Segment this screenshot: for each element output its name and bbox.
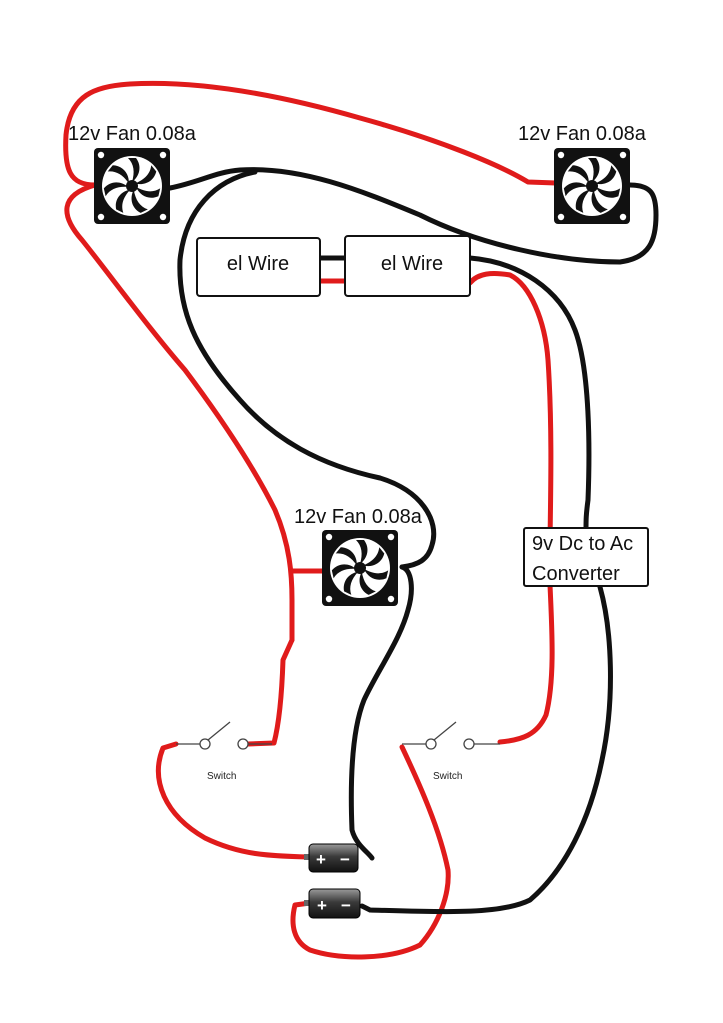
el-wire-label: el Wire [227, 253, 289, 275]
battery-1: + − [304, 843, 359, 873]
fan-icon [94, 148, 170, 224]
fan-icon [322, 530, 398, 606]
red-wire-to-switch1 [245, 637, 295, 747]
red-wire-converter-to-switch2 [497, 582, 555, 745]
el-wire-2: el Wire [344, 235, 471, 297]
red-wire-left-run [64, 182, 295, 643]
fan-2: 12v Fan 0.08a [518, 123, 647, 224]
switch-label: Switch [433, 771, 462, 782]
fan-3: 12v Fan 0.08a [294, 506, 423, 606]
black-wire-fan3-battery1 [348, 564, 414, 861]
fan-label: 12v Fan 0.08a [294, 506, 423, 528]
switch-icon [176, 721, 272, 750]
dc-ac-converter: 9v Dc to Ac Converter [523, 527, 649, 587]
battery-minus: − [340, 850, 350, 869]
black-wire-loop-fan3 [177, 169, 437, 570]
black-wire-converter-battery2 [359, 584, 613, 915]
el-wire-label: el Wire [381, 253, 443, 275]
fan-1: 12v Fan 0.08a [68, 123, 197, 224]
red-wire-top-loop [63, 80, 559, 188]
red-wire-switch2-battery2 [290, 744, 451, 960]
black-wire-elwire-to-converter [467, 255, 592, 533]
switch-icon [402, 721, 500, 750]
fan-label: 12v Fan 0.08a [518, 123, 647, 145]
black-wire-fan1-fan2 [167, 167, 659, 265]
battery-icon [304, 888, 361, 919]
converter-label-line2: Converter [532, 563, 620, 585]
battery-plus: + [316, 850, 326, 869]
negative-wires [167, 167, 659, 915]
battery-icon [304, 843, 359, 873]
switch-label: Switch [207, 771, 236, 782]
battery-2: + − [304, 888, 361, 919]
switch-2: Switch [402, 721, 500, 782]
el-wire-1: el Wire [196, 237, 321, 297]
fan-icon [554, 148, 630, 224]
fan-label: 12v Fan 0.08a [68, 123, 197, 145]
red-wire-elwire-to-converter [467, 271, 554, 543]
battery-plus: + [317, 896, 327, 915]
converter-label-line1: 9v Dc to Ac [532, 533, 633, 555]
switch-1: Switch [176, 721, 272, 782]
positive-wires [63, 80, 559, 960]
red-wire-switch1-battery1 [156, 741, 311, 860]
battery-minus: − [341, 896, 351, 915]
